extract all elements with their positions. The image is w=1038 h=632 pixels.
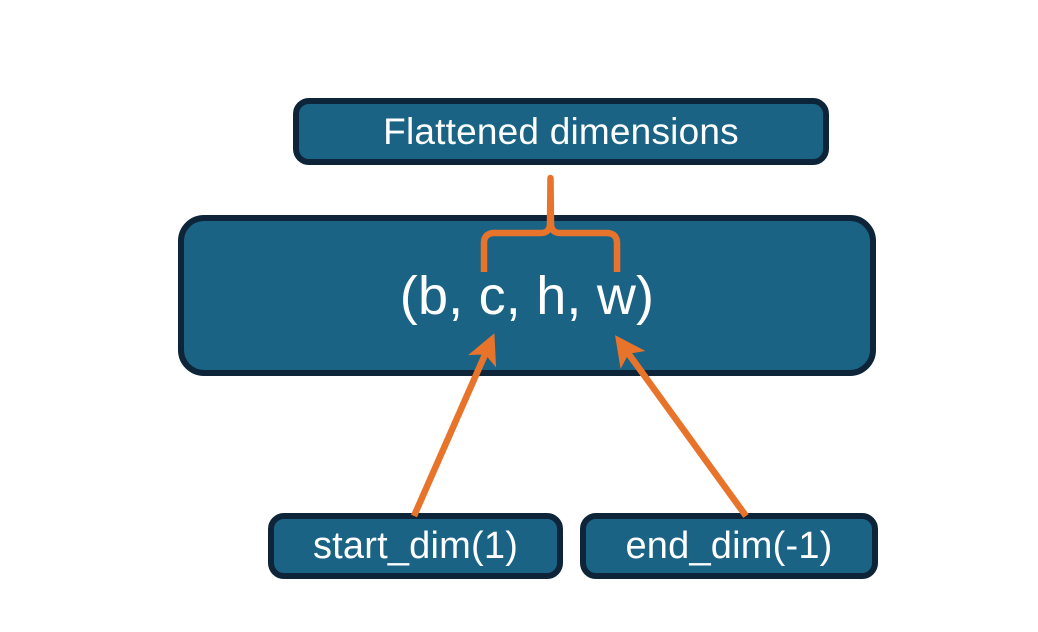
node-flattened-dimensions[interactable]: Flattened dimensions — [293, 98, 829, 165]
node-flattened-dimensions-label: Flattened dimensions — [383, 111, 739, 152]
node-start-dim[interactable]: start_dim(1) — [268, 513, 563, 579]
node-end-dim-label: end_dim(-1) — [625, 525, 833, 567]
node-tensor-shape-label: (b, c, h, w) — [399, 265, 655, 326]
node-tensor-shape[interactable]: (b, c, h, w) — [178, 215, 876, 376]
node-start-dim-label: start_dim(1) — [312, 525, 519, 567]
node-end-dim[interactable]: end_dim(-1) — [580, 513, 878, 579]
